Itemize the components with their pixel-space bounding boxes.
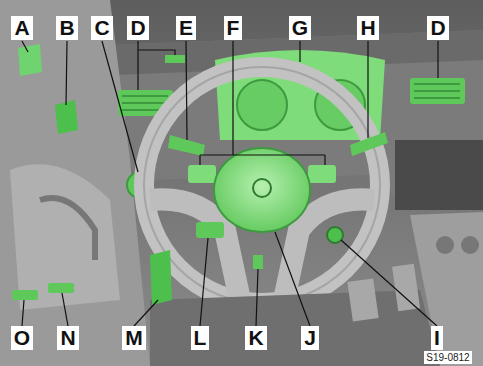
callout-letter: G: [289, 16, 311, 40]
callout-letter: D: [127, 16, 148, 40]
callout-letter: M: [122, 326, 146, 350]
callout-letter: I: [431, 326, 443, 350]
callout-letter: K: [245, 326, 266, 350]
figure-code: S19-0812: [424, 351, 471, 364]
callout-letter: N: [57, 326, 78, 350]
callout-letter: A: [11, 16, 32, 40]
callout-letter: J: [301, 326, 319, 350]
callout-letter: L: [191, 326, 210, 350]
callout-letter: F: [224, 16, 243, 40]
callout-letter: D: [427, 16, 448, 40]
callout-letter: B: [56, 16, 77, 40]
callout-letter: E: [176, 16, 196, 40]
callout-letter: C: [91, 16, 112, 40]
callout-letter: O: [11, 326, 33, 350]
callout-letter: H: [357, 16, 378, 40]
